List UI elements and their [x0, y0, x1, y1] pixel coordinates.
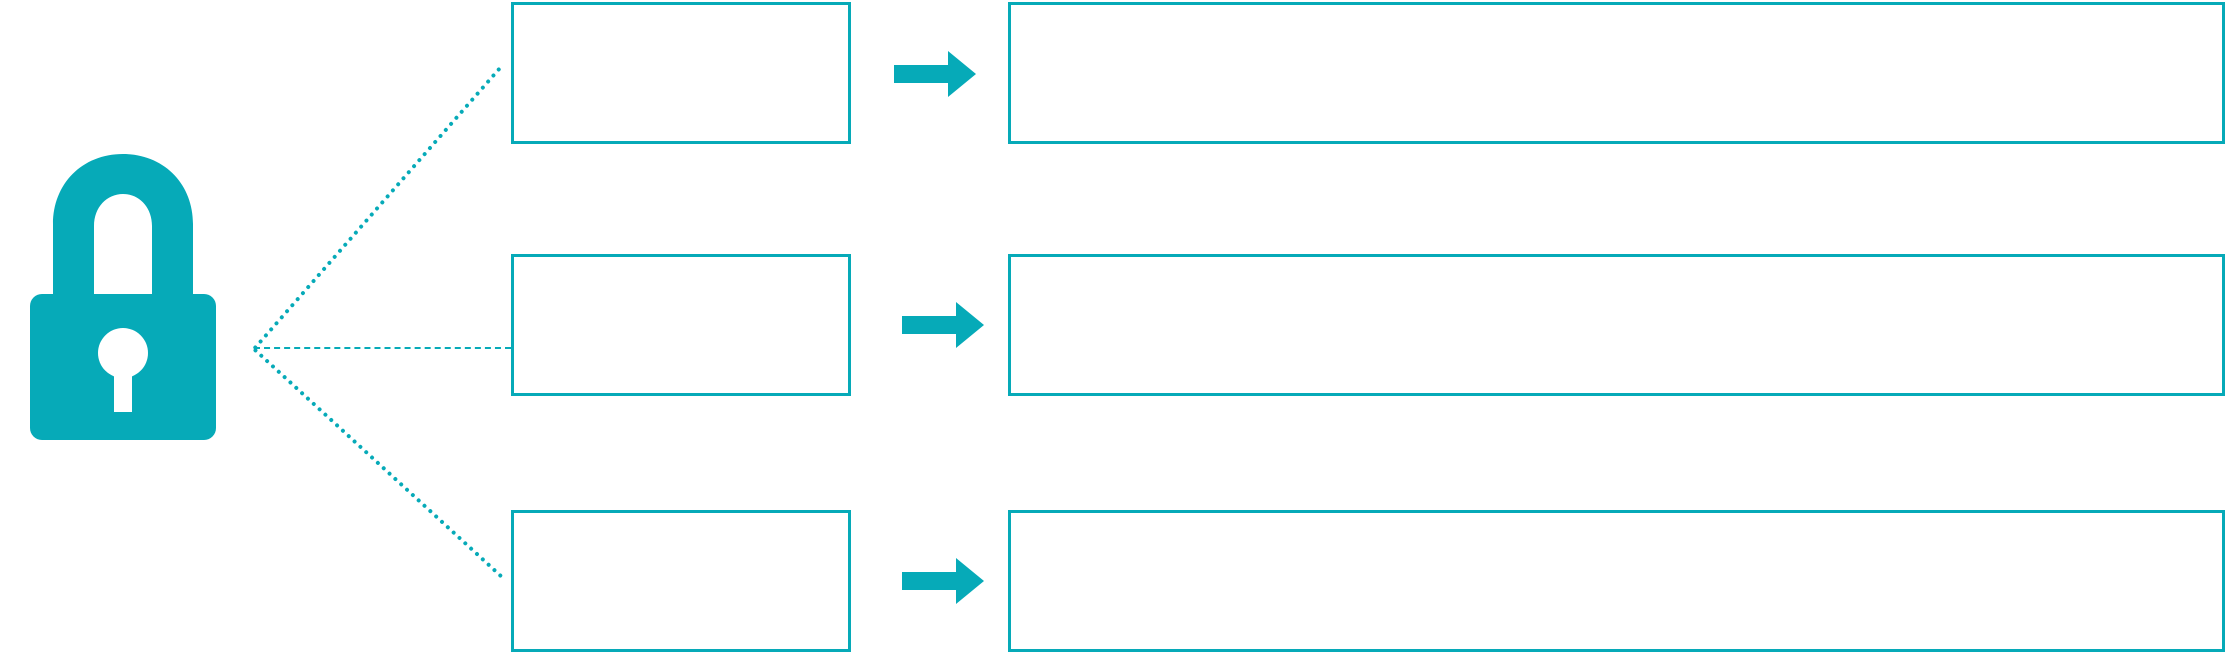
arrow-right-icon-1: [894, 51, 976, 97]
cause-box-2[interactable]: [511, 254, 851, 396]
effect-box-3[interactable]: [1008, 510, 2225, 652]
connector-to-row-1: [252, 66, 502, 351]
cause-box-1[interactable]: [511, 2, 851, 144]
effect-box-1-text: [1011, 5, 2222, 25]
effect-box-1[interactable]: [1008, 2, 2225, 144]
padlock-icon: [28, 150, 218, 442]
connector-to-row-3: [252, 347, 504, 579]
cause-box-3[interactable]: [511, 510, 851, 652]
cause-box-1-text: [514, 5, 848, 25]
effect-box-2-text: [1011, 257, 2222, 277]
effect-box-3-text: [1011, 513, 2222, 533]
connector-to-row-2: [254, 347, 511, 349]
cause-box-3-text: [514, 513, 848, 533]
arrow-right-icon-2: [902, 302, 984, 348]
effect-box-2[interactable]: [1008, 254, 2225, 396]
cause-box-2-text: [514, 257, 848, 277]
arrow-right-icon-3: [902, 558, 984, 604]
